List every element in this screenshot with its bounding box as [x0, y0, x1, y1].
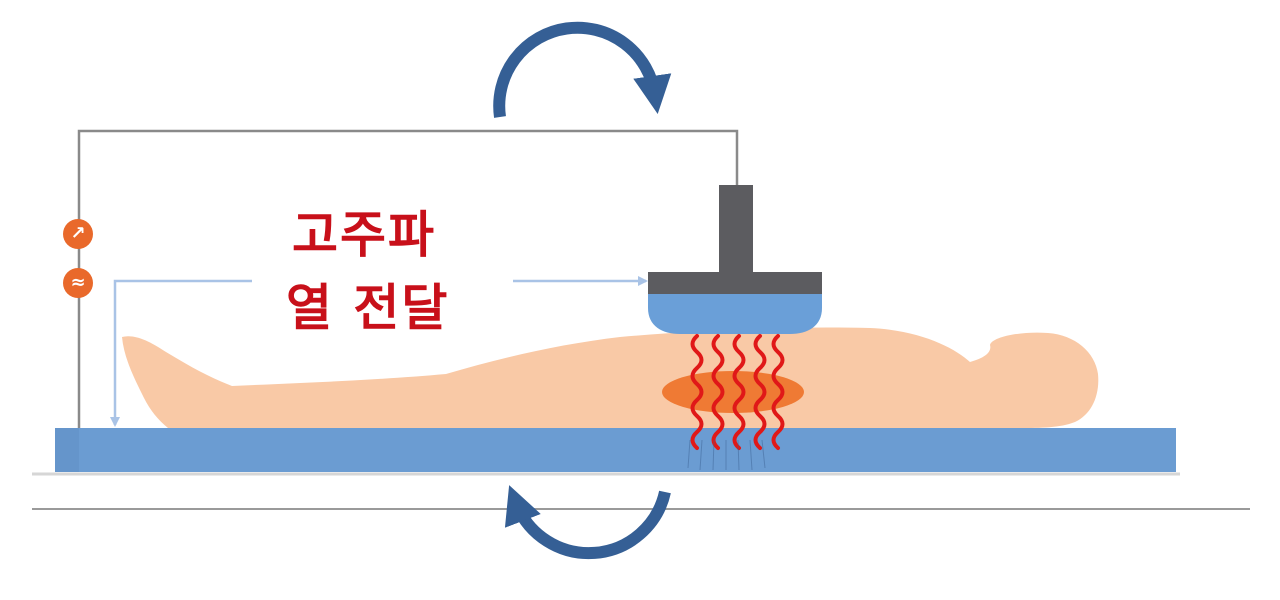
- arrow-up-right-icon: ↗: [63, 219, 93, 249]
- patient-body: [122, 327, 1099, 428]
- wave-icon: ≈: [63, 268, 93, 298]
- heat-wave-2: [711, 334, 725, 450]
- bottom-rotation-arrow: [504, 485, 671, 560]
- electrode-head-bar: [648, 272, 822, 294]
- electrode-handle: [719, 185, 753, 275]
- treatment-bed: [55, 428, 1176, 472]
- heat-wave-3: [732, 334, 746, 450]
- electrode-pad: [648, 294, 822, 334]
- bed-current-lines: [687, 439, 766, 471]
- caption-line-2: 열 전달: [286, 279, 450, 337]
- caption-line-1: 고주파: [292, 206, 436, 264]
- top-rotation-arrow: [493, 21, 672, 118]
- heat-wave-4: [753, 334, 767, 450]
- circuit-line-left: [110, 279, 252, 427]
- device-frame: [77, 129, 739, 470]
- heat-wave-5: [771, 334, 785, 450]
- heat-wave-1: [690, 334, 704, 450]
- heat-waves: [690, 334, 785, 450]
- treatment-bed-left-shade: [55, 428, 79, 472]
- heat-spot: [662, 371, 804, 413]
